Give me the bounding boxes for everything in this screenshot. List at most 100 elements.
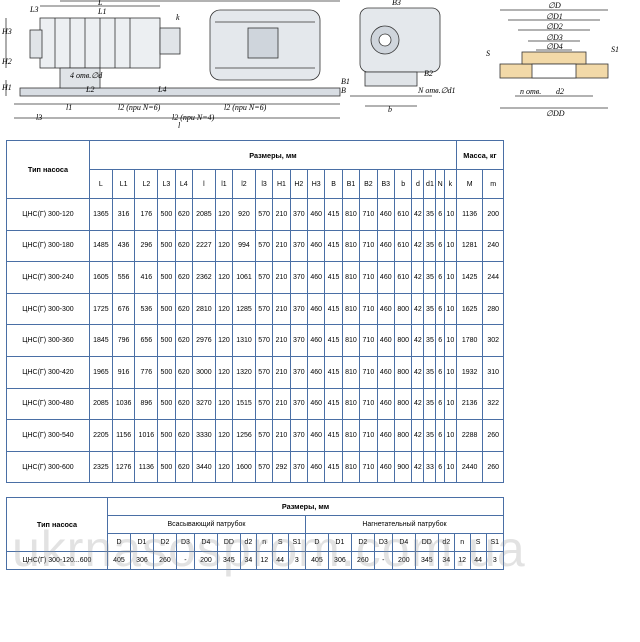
table1-header-row: Тип насоса Размеры, мм Масса, кг xyxy=(6,140,505,199)
label-H1: H1 xyxy=(1,83,12,92)
table-cell: 810 xyxy=(341,450,361,484)
table1-subheader-10: H2 xyxy=(289,169,309,199)
table-cell: 3 xyxy=(287,551,306,570)
table-cell: 120 xyxy=(214,387,234,421)
table-cell: 10 xyxy=(443,229,457,263)
table-cell: 1932 xyxy=(455,355,484,389)
table2-header-row: Тип насоса Размеры, мм xyxy=(6,497,504,552)
table-cell: 210 xyxy=(272,419,291,452)
table-cell: 35 xyxy=(423,324,437,357)
table-cell: 920 xyxy=(232,198,256,231)
table-cell: 1156 xyxy=(111,419,136,452)
table-cell: - xyxy=(373,551,393,570)
table1-subheader-6: l1 xyxy=(214,169,234,199)
pump-drawing-svg: L L1 L3 k H3 H2 H1 4 отв.∅d L2 L4 l1 l2 … xyxy=(1,0,619,130)
table-cell: 1965 xyxy=(89,355,113,389)
label-D1: ∅D1 xyxy=(546,12,563,21)
table1-subheader-21: M xyxy=(455,169,484,199)
table-cell: 2288 xyxy=(455,419,484,452)
table-cell: 6 xyxy=(435,419,445,452)
table-cell: 6 xyxy=(435,198,445,231)
table-cell: 610 xyxy=(393,229,413,263)
label-H3: H3 xyxy=(1,27,12,36)
table-cell: 500 xyxy=(157,198,176,231)
table-cell: 1485 xyxy=(89,229,113,263)
table-cell: 415 xyxy=(324,324,343,357)
table-cell: 620 xyxy=(174,229,193,263)
table-cell: 42 xyxy=(411,261,425,294)
table-cell: 1281 xyxy=(455,229,484,263)
pump-type-cell: ЦНС(Г) 300-120...600 xyxy=(6,551,108,570)
table-cell: 35 xyxy=(423,198,437,231)
table1-subheader-8: l3 xyxy=(254,169,274,199)
table-cell: 2976 xyxy=(191,324,216,357)
table-cell: 460 xyxy=(376,387,395,421)
table-cell: 620 xyxy=(174,387,193,421)
label-B: B xyxy=(341,86,346,95)
table-cell: 33 xyxy=(423,450,437,484)
table-cell: 460 xyxy=(376,261,395,294)
table-cell: 210 xyxy=(272,261,291,294)
table-cell: 896 xyxy=(134,387,159,421)
table-cell: 556 xyxy=(111,261,136,294)
table-cell: 460 xyxy=(376,229,395,263)
table-cell: 460 xyxy=(376,450,395,484)
table-cell: 10 xyxy=(443,355,457,389)
table-cell: 2440 xyxy=(455,450,484,484)
table-cell: 1605 xyxy=(89,261,113,294)
label-k: k xyxy=(176,13,180,22)
table-cell: 500 xyxy=(157,229,176,263)
table-cell: 810 xyxy=(341,324,361,357)
table-cell: 900 xyxy=(393,450,413,484)
table-cell: 6 xyxy=(435,355,445,389)
table-cell: 710 xyxy=(359,387,378,421)
table-cell: 2085 xyxy=(89,387,113,421)
table1-subheader-9: H1 xyxy=(272,169,291,199)
table-cell: 120 xyxy=(214,419,234,452)
table-cell: 460 xyxy=(307,229,326,263)
pump-type-cell: ЦНС(Г) 300-120 xyxy=(6,198,90,231)
table-cell: 1061 xyxy=(232,261,256,294)
label-b: b xyxy=(388,105,392,114)
label-l2-n6-b: l2 (при N=6) xyxy=(224,103,267,112)
table-cell: 370 xyxy=(289,324,309,357)
table-cell: 460 xyxy=(307,198,326,231)
table-cell: 10 xyxy=(443,387,457,421)
table-cell: 244 xyxy=(482,261,504,294)
label-l3: l3 xyxy=(36,113,42,122)
table-cell: 610 xyxy=(393,198,413,231)
table1-subheader-2: L2 xyxy=(134,169,159,199)
table-cell: 370 xyxy=(289,229,309,263)
table-cell: 415 xyxy=(324,419,343,452)
table1-subheader-5: l xyxy=(191,169,216,199)
table-cell: 6 xyxy=(435,261,445,294)
table-cell: 810 xyxy=(341,387,361,421)
label-l2-n4: l2 (при N=4) xyxy=(172,113,215,122)
label-DD: ∅DD xyxy=(546,109,565,118)
table-cell: 2325 xyxy=(89,450,113,484)
label-holes-d: 4 отв.∅d xyxy=(70,71,103,80)
table2-dims-header: Размеры, мм xyxy=(107,497,504,516)
table-cell: 2205 xyxy=(89,419,113,452)
table-cell: 710 xyxy=(359,198,378,231)
side-view xyxy=(5,0,341,119)
table-cell: 200 xyxy=(391,551,416,570)
table2-subheader-9: S1 xyxy=(287,533,306,552)
table-cell: 570 xyxy=(254,355,274,389)
table-cell: 676 xyxy=(111,292,136,326)
table1-subheader-22: m xyxy=(482,169,504,199)
table-cell: 460 xyxy=(307,355,326,389)
table1-mass-header: Масса, кг xyxy=(455,140,505,170)
label-L3: L3 xyxy=(29,5,38,14)
table-cell: 260 xyxy=(482,450,504,484)
table-cell: 1136 xyxy=(455,198,484,231)
table-cell: 500 xyxy=(157,450,176,484)
table-cell: 42 xyxy=(411,198,425,231)
table-cell: 460 xyxy=(376,292,395,326)
table-cell: 35 xyxy=(423,355,437,389)
table-cell: 570 xyxy=(254,292,274,326)
